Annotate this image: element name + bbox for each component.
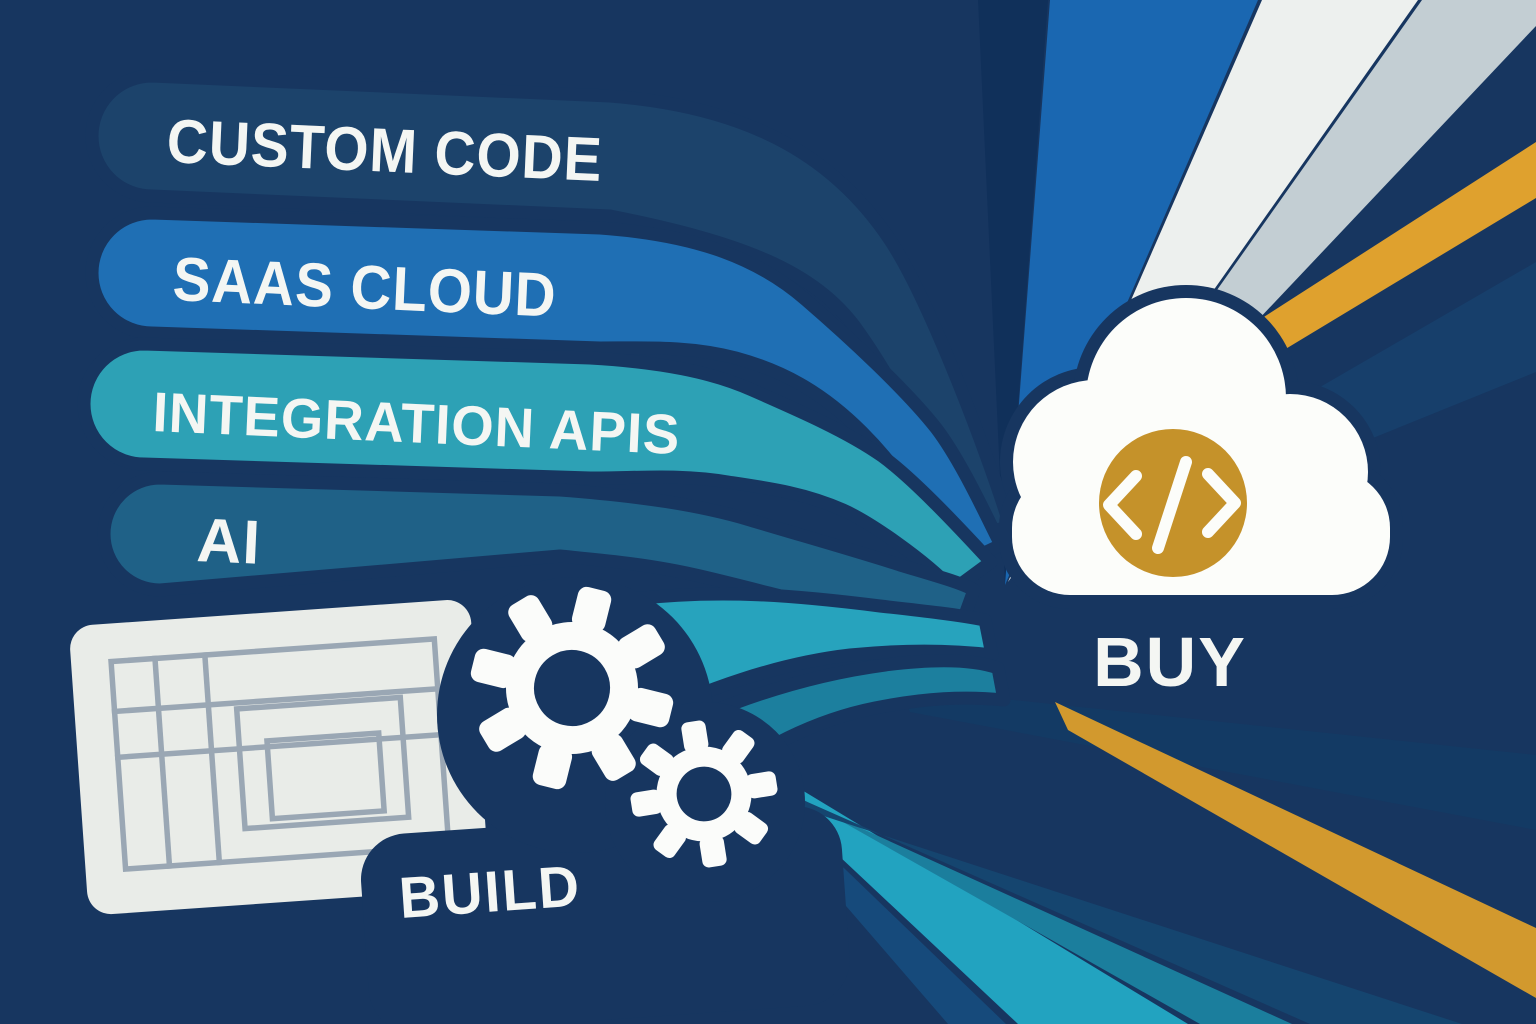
wireframe-row-line <box>111 685 441 715</box>
gear-tooth <box>470 648 516 689</box>
pill-label-saas-cloud: SAAS CLOUD <box>171 245 558 331</box>
gear-tooth <box>628 687 674 728</box>
gear-tooth <box>681 720 709 753</box>
gear-tooth <box>532 744 573 790</box>
wireframe-mid-frame <box>233 694 412 832</box>
gear-tooth <box>734 812 769 845</box>
wireframe-inner-frame <box>264 730 388 822</box>
gear-large-icon <box>470 586 674 790</box>
wireframe-row-line <box>114 731 444 761</box>
source-pipes <box>77 69 1017 641</box>
ray-gold-bottom <box>1055 702 1536 998</box>
wireframe-column-line <box>201 652 223 866</box>
gear-tooth <box>699 835 727 868</box>
pill-label-ai: AI <box>195 506 262 578</box>
gear-tooth <box>639 743 674 776</box>
code-left-bracket <box>1103 470 1142 540</box>
gear-tooth <box>479 707 526 752</box>
gear-ring <box>506 622 638 754</box>
wireframe-table-icon <box>108 636 452 872</box>
ray-navy-wedge <box>978 0 1048 585</box>
code-right-bracket <box>1202 468 1241 538</box>
gear-tooth <box>630 789 663 817</box>
buy-label: BUY <box>1093 623 1247 701</box>
gear-tooth <box>591 734 636 781</box>
gear-ring <box>656 746 752 842</box>
gear-tooth <box>653 824 686 859</box>
pill-integration-apis <box>77 337 998 597</box>
ray-navy-subtle <box>900 688 1536 830</box>
wireframe-card <box>70 600 489 915</box>
gear-tooth <box>508 595 553 642</box>
gear-tooth <box>745 771 778 799</box>
build-label: BUILD <box>397 853 583 931</box>
gear-small-icon <box>630 720 778 868</box>
gears-icon <box>470 586 778 868</box>
gear-tooth <box>618 624 665 669</box>
gear-tooth <box>722 729 755 764</box>
pill-saas-cloud <box>85 206 1008 574</box>
code-brackets-icon <box>1103 456 1241 554</box>
wireframe-column-line <box>152 655 173 869</box>
code-slash <box>1152 456 1192 554</box>
gear-tooth <box>571 586 612 632</box>
